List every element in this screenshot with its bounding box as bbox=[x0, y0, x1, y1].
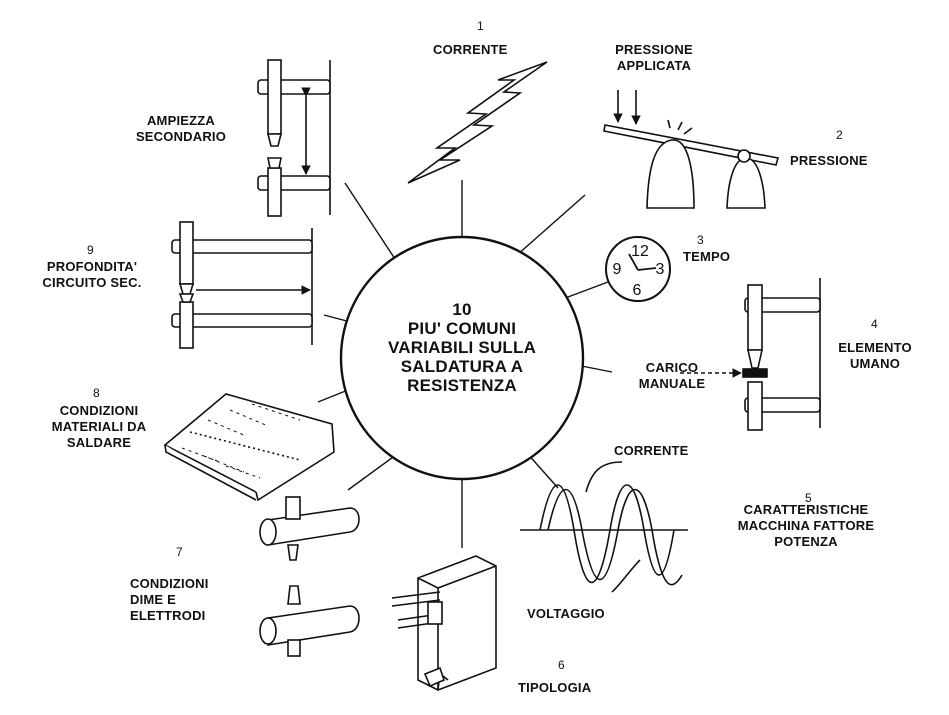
manual-load-electrode-icon bbox=[680, 278, 821, 431]
label-condizioni-dime: CONDIZIONI DIME E ELETTRODI bbox=[130, 576, 209, 623]
clock-numeral-12: 12 bbox=[631, 243, 649, 260]
central-line-1: PIU' COMUNI bbox=[407, 319, 517, 338]
central-title: 10 PIU' COMUNI VARIABILI SULLA SALDATURA… bbox=[352, 300, 572, 395]
label-tempo: TEMPO bbox=[683, 249, 731, 264]
label-caratteristiche: CARATTERISTICHE MACCHINA FATTORE POTENZA bbox=[737, 502, 875, 549]
central-line-4: RESISTENZA bbox=[407, 376, 517, 395]
label-pressione: PRESSIONE bbox=[790, 153, 868, 168]
current-voltage-wave-icon bbox=[520, 461, 688, 593]
label-number-1: 1 bbox=[477, 19, 484, 33]
transformer-box-icon bbox=[391, 555, 497, 691]
clock-icon bbox=[605, 236, 671, 302]
central-line-3: SALDATURA A bbox=[400, 357, 524, 376]
secondary-depth-icon bbox=[171, 221, 313, 349]
label-tipologia: TIPOLOGIA bbox=[518, 680, 592, 695]
label-elemento-umano: ELEMENTO UMANO bbox=[838, 340, 912, 371]
label-corrente: CORRENTE bbox=[433, 42, 508, 57]
label-number-8: 8 bbox=[93, 386, 100, 400]
lightning-bolt-icon bbox=[407, 61, 548, 184]
pressure-lever-icon bbox=[603, 90, 780, 209]
label-carico-manuale: CARICO MANUALE bbox=[638, 360, 706, 391]
central-number: 10 bbox=[452, 300, 472, 319]
secondary-amplitude-icon bbox=[257, 59, 331, 217]
clock-numeral-3: 3 bbox=[656, 261, 665, 278]
clock-numeral-9: 9 bbox=[613, 261, 622, 278]
label-number-3: 3 bbox=[697, 233, 704, 247]
central-circle bbox=[339, 235, 585, 481]
central-line-2: VARIABILI SULLA bbox=[387, 338, 537, 357]
label-number-5: 5 bbox=[805, 491, 812, 505]
label-ampiezza-secondario: AMPIEZZA SECONDARIO bbox=[135, 113, 227, 144]
label-profondita: PROFONDITA' CIRCUITO SEC. bbox=[42, 259, 142, 290]
label-number-4: 4 bbox=[871, 317, 878, 331]
jig-electrodes-icon bbox=[259, 496, 360, 657]
label-wave-corrente: CORRENTE bbox=[614, 443, 689, 458]
label-number-7: 7 bbox=[176, 545, 183, 559]
label-number-2: 2 bbox=[836, 128, 843, 142]
label-condizioni-materiali: CONDIZIONI MATERIALI DA SALDARE bbox=[51, 403, 147, 450]
material-sheets-icon bbox=[163, 393, 335, 502]
label-number-9: 9 bbox=[87, 243, 94, 257]
label-pressione-applicata: PRESSIONE APPLICATA bbox=[615, 42, 693, 73]
label-number-6: 6 bbox=[558, 658, 565, 672]
label-wave-voltaggio: VOLTAGGIO bbox=[527, 606, 605, 621]
clock-numeral-6: 6 bbox=[633, 282, 642, 299]
